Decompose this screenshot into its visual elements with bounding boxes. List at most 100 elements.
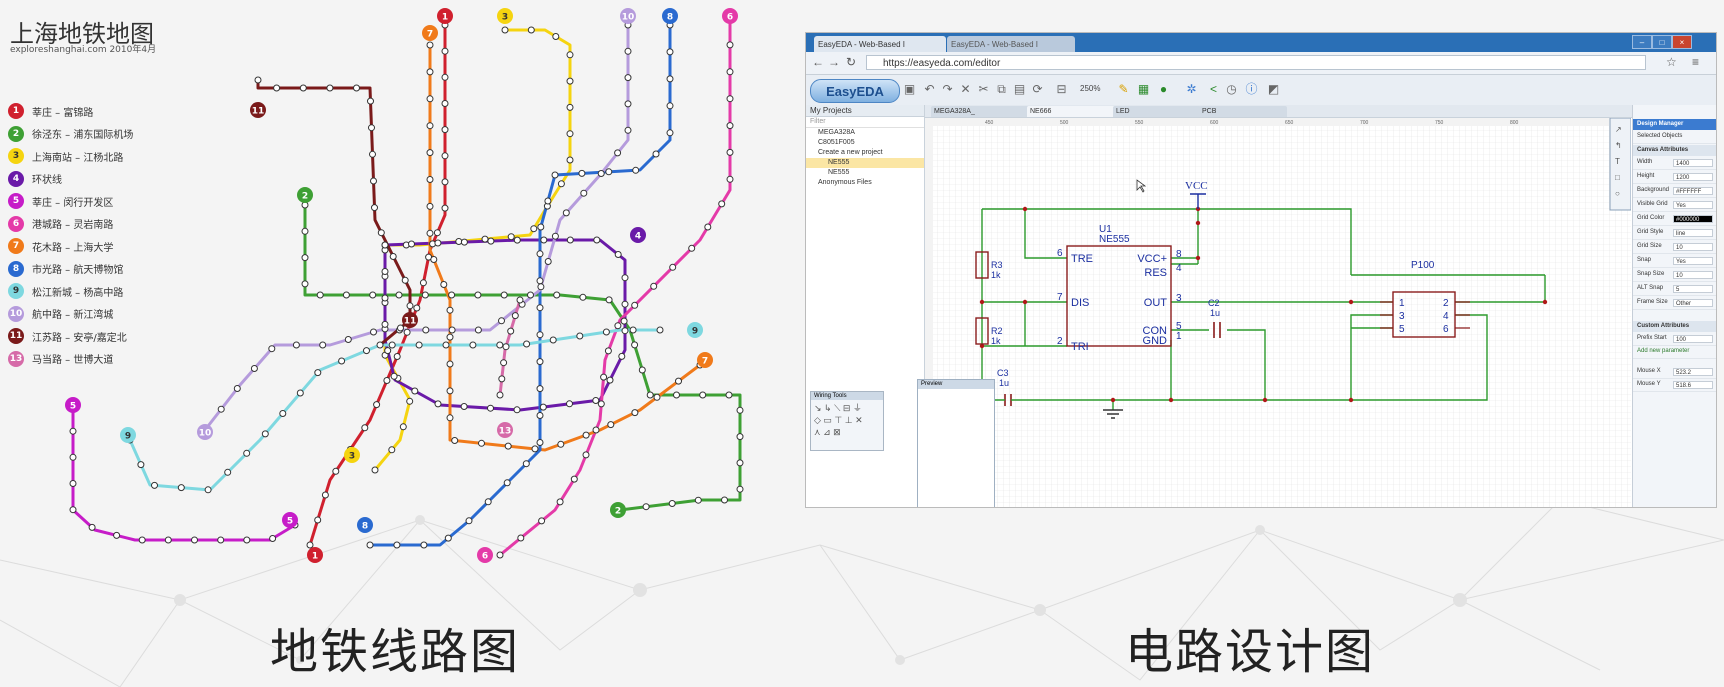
metro-station: [191, 536, 198, 544]
url-input[interactable]: https://easyeda.com/editor: [866, 55, 1646, 70]
globe-icon[interactable]: ●: [1159, 82, 1168, 96]
doc-tab-ne666[interactable]: NE666: [1027, 106, 1115, 117]
metro-station: [279, 410, 287, 417]
tree-item-create-project[interactable]: Create a new project: [818, 149, 883, 156]
metro-station: [487, 404, 494, 412]
mouse-x-value: 523.2: [1673, 368, 1713, 376]
metro-station: [434, 400, 442, 408]
metro-line-2: [303, 205, 742, 512]
tree-item-ne555-selected[interactable]: NE555: [806, 158, 924, 168]
property-value[interactable]: 10: [1673, 243, 1713, 251]
cut-icon[interactable]: ✂: [978, 82, 989, 96]
metro-station: [549, 336, 557, 344]
property-label: Background: [1637, 187, 1670, 193]
zoom-level[interactable]: 250%: [1080, 84, 1101, 93]
minimize-button[interactable]: –: [1632, 35, 1652, 49]
copy-icon[interactable]: ⧉: [997, 82, 1006, 96]
help-icon[interactable]: ⓘ: [1245, 82, 1258, 96]
line-badge: 3: [8, 148, 24, 165]
metro-line-7: [428, 45, 701, 452]
preview-title: Preview: [918, 380, 994, 389]
svg-text:○: ○: [1615, 189, 1620, 198]
metro-station: [523, 340, 531, 348]
browser-tab-active[interactable]: EasyEDA - Web-Based I: [814, 36, 946, 52]
align-icon[interactable]: ⊟: [1056, 82, 1067, 96]
metro-station: [536, 358, 544, 366]
forward-arrow-icon[interactable]: →: [828, 55, 840, 69]
u1-ref: U1: [1099, 224, 1112, 235]
wiring-tools-panel: Wiring Tools ↘ ↳ ⟍ ⊟ ⏚◇ ▭ ⊤ ⊥ ✕⋏ ⊿ ⊠: [810, 391, 884, 451]
property-value[interactable]: Yes: [1673, 257, 1713, 265]
property-value[interactable]: 1200: [1673, 173, 1713, 181]
custom-attributes-header: Custom Attributes: [1633, 321, 1716, 332]
property-value[interactable]: 5: [1673, 285, 1713, 293]
chip-icon[interactable]: ▦: [1137, 82, 1150, 96]
settings-icon[interactable]: ✲: [1186, 82, 1197, 96]
property-value[interactable]: Other: [1673, 299, 1713, 307]
theme-icon[interactable]: ◩: [1267, 82, 1280, 96]
r2-value: 1k: [991, 336, 1001, 346]
sidebar-title: My Projects: [806, 105, 924, 117]
metro-station: [539, 403, 547, 411]
property-value[interactable]: #FFFFFF: [1673, 187, 1713, 195]
legend-label: 花木路 – 上海大学: [32, 242, 114, 254]
metro-station: [496, 551, 504, 559]
metro-line-4: [383, 238, 627, 412]
back-arrow-icon[interactable]: ←: [812, 55, 824, 69]
line-badge-6: 6: [722, 8, 738, 24]
property-label: Grid Color: [1637, 215, 1665, 221]
line-badge: 10: [8, 305, 24, 322]
doc-tab-mega328a[interactable]: MEGA328A_: [931, 106, 1029, 117]
star-icon[interactable]: ☆: [1666, 55, 1677, 69]
undo-icon[interactable]: ↶: [924, 82, 935, 96]
metro-station: [638, 366, 646, 374]
maximize-button[interactable]: □: [1652, 35, 1672, 49]
tree-item-mega328a[interactable]: MEGA328A: [818, 129, 855, 136]
metro-station: [650, 282, 658, 290]
metro-station: [316, 291, 324, 299]
doc-tab-led[interactable]: LED: [1113, 106, 1201, 117]
metro-station: [496, 341, 504, 349]
property-value[interactable]: line: [1673, 229, 1713, 237]
property-value[interactable]: 10: [1673, 271, 1713, 279]
tree-item-anonymous-files[interactable]: Anonymous Files: [818, 179, 872, 186]
reload-icon[interactable]: ↻: [846, 55, 857, 69]
filter-input[interactable]: Filter: [806, 117, 924, 128]
easyeda-logo[interactable]: EasyEDA: [810, 79, 900, 103]
design-manager-button[interactable]: Design Manager: [1633, 119, 1716, 130]
save-icon[interactable]: ▣: [903, 82, 916, 96]
share-icon[interactable]: <: [1209, 82, 1217, 96]
redo-icon[interactable]: ↷: [942, 82, 953, 96]
add-parameter-link[interactable]: Add new parameter: [1637, 348, 1690, 354]
browser-tab-inactive[interactable]: EasyEDA - Web-Based I: [947, 36, 1075, 52]
metro-station: [243, 449, 251, 457]
tree-item-c8051f005[interactable]: C8051F005: [818, 139, 855, 146]
tree-item-ne555[interactable]: NE555: [828, 169, 850, 176]
metro-station: [441, 178, 449, 186]
property-value[interactable]: 1400: [1673, 159, 1713, 167]
history-icon[interactable]: ◷: [1226, 82, 1237, 96]
pencil-icon[interactable]: ✎: [1118, 82, 1129, 96]
metro-station: [369, 291, 377, 299]
wiring-tool-icons[interactable]: ↘ ↳ ⟍ ⊟ ⏚◇ ▭ ⊤ ⊥ ✕⋏ ⊿ ⊠: [814, 403, 863, 437]
menu-icon[interactable]: ≡: [1692, 55, 1700, 69]
metro-title: 上海地铁地图: [10, 20, 154, 48]
rotate-icon[interactable]: ⟳: [1032, 82, 1043, 96]
prefix-start-input[interactable]: 100: [1673, 335, 1713, 343]
property-value[interactable]: #000000: [1673, 215, 1713, 223]
ruler-tick-label: 450: [985, 120, 994, 126]
line-badge-7: 7: [697, 352, 713, 368]
metro-station: [217, 405, 225, 413]
metro-station: [388, 341, 396, 349]
metro-station: [726, 95, 734, 103]
close-window-button[interactable]: ×: [1672, 35, 1692, 49]
browser-window: EasyEDA - Web-Based I EasyEDA - Web-Base…: [805, 32, 1717, 508]
metro-station: [614, 149, 622, 157]
metro-station: [566, 103, 574, 111]
delete-icon[interactable]: ✕: [960, 82, 971, 96]
doc-tab-pcb[interactable]: PCB: [1199, 106, 1287, 117]
property-value[interactable]: Yes: [1673, 201, 1713, 209]
paste-icon[interactable]: ▤: [1013, 82, 1026, 96]
